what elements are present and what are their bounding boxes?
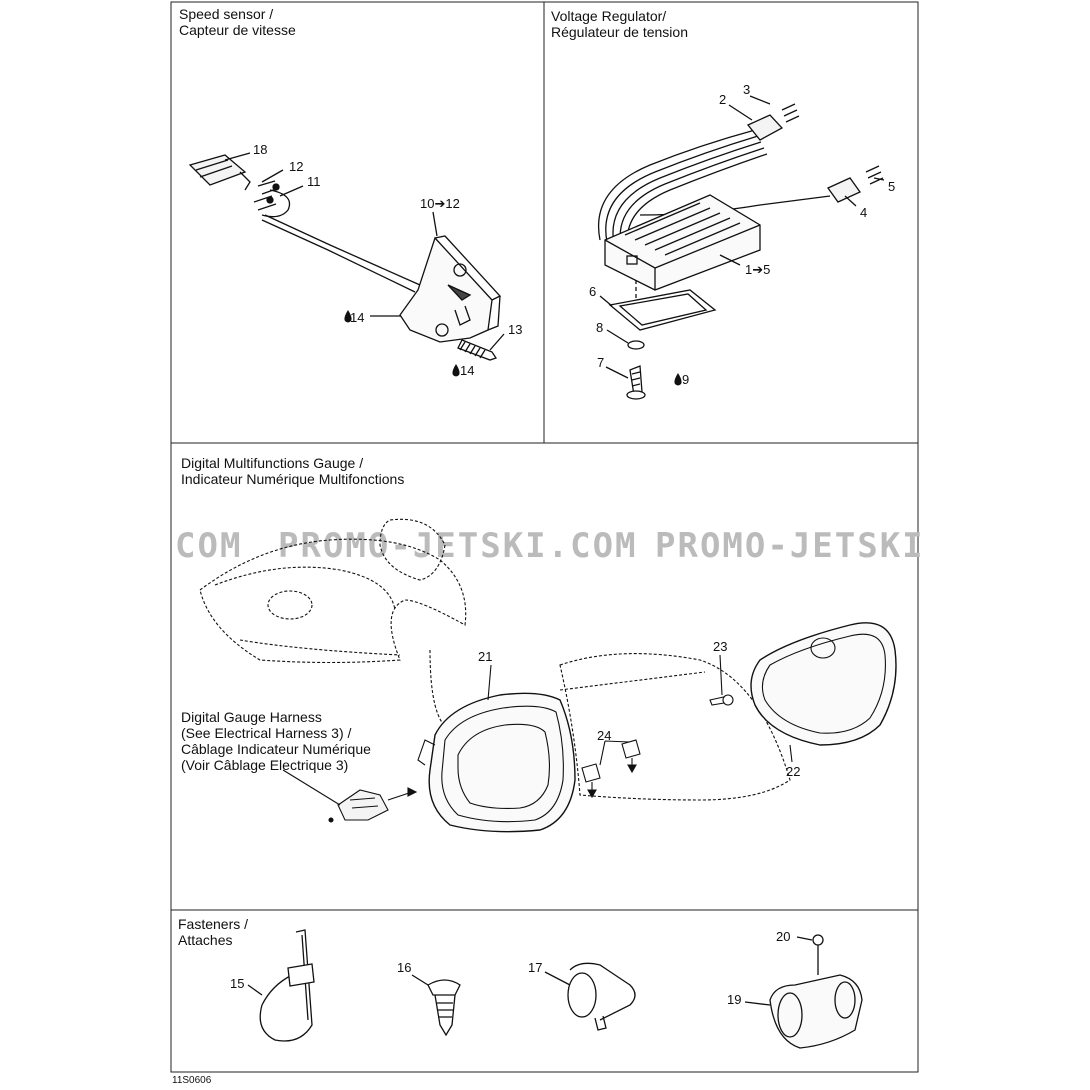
callout-21: 21 (478, 649, 492, 664)
fasteners-title: Fasteners / Attaches (178, 916, 248, 948)
drawing-code: 11S0606 (172, 1075, 212, 1086)
callout-24: 24 (597, 728, 611, 743)
callout-16: 16 (397, 960, 411, 975)
harness-note-line1: Digital Gauge Harness (181, 709, 322, 725)
fasteners-title-fr: Attaches (178, 932, 233, 948)
speed-sensor-title-en: Speed sensor / (179, 6, 274, 22)
callout-10-12: 10➔12 (420, 196, 460, 211)
voltage-regulator-title: Voltage Regulator/ Régulateur de tension (551, 8, 688, 40)
fasteners-title-en: Fasteners / (178, 916, 249, 932)
callout-11: 11 (307, 174, 321, 189)
callout-5: 5 (888, 179, 895, 194)
watermark-middle: PROMO-JETSKI.COM (278, 526, 638, 566)
callout-14-a: 14 (350, 310, 364, 325)
callout-14-b: 14 (460, 363, 474, 378)
speed-sensor-title: Speed sensor / Capteur de vitesse (179, 6, 296, 38)
harness-note: Digital Gauge Harness (See Electrical Ha… (181, 709, 371, 773)
watermark-left: COM (175, 526, 242, 566)
voltage-regulator-title-en: Voltage Regulator/ (551, 8, 667, 24)
gauge-title-fr: Indicateur Numérique Multifonctions (181, 471, 405, 487)
callout-8: 8 (596, 320, 603, 335)
callout-13: 13 (508, 322, 522, 337)
fasteners-drawing (247, 929, 863, 1049)
callout-7: 7 (597, 355, 604, 370)
harness-note-line3: Câblage Indicateur Numérique (181, 741, 371, 757)
grease-drop-icon (674, 373, 682, 386)
panel-frames (170, 1, 919, 1073)
gauge-drawing (199, 518, 897, 833)
callout-19: 19 (727, 992, 741, 1007)
gauge-title: Digital Multifunctions Gauge / Indicateu… (181, 455, 404, 487)
callout-23: 23 (713, 639, 727, 654)
callout-20: 20 (776, 929, 790, 944)
speed-sensor-callouts: 18 12 11 10➔12 14 13 14 (253, 142, 522, 378)
callout-17: 17 (528, 960, 542, 975)
voltage-regulator-title-fr: Régulateur de tension (551, 24, 688, 40)
harness-note-line2: (See Electrical Harness 3) / (181, 725, 352, 741)
grease-drop-icon (452, 364, 460, 377)
gauge-title-en: Digital Multifunctions Gauge / (181, 455, 364, 471)
harness-note-line4: (Voir Câblage Electrique 3) (181, 757, 349, 773)
drop-icons (344, 310, 682, 386)
callout-22: 22 (786, 764, 800, 779)
callout-15: 15 (230, 976, 244, 991)
callout-3: 3 (743, 82, 750, 97)
watermark-right: PROMO-JETSKI (655, 526, 925, 566)
callout-18: 18 (253, 142, 267, 157)
grease-drop-icon (344, 310, 352, 323)
fasteners-callouts: 20 15 16 17 19 (230, 929, 790, 1007)
speed-sensor-drawing (188, 152, 505, 361)
callout-12: 12 (289, 159, 303, 174)
voltage-regulator-callouts: 3 2 5 4 1➔5 6 8 7 9 (589, 82, 895, 387)
voltage-regulator-drawing (598, 95, 885, 400)
speed-sensor-title-fr: Capteur de vitesse (179, 22, 296, 38)
callout-2: 2 (719, 92, 726, 107)
watermark: COM PROMO-JETSKI.COM PROMO-JETSKI (175, 526, 925, 566)
callout-6: 6 (589, 284, 596, 299)
callout-1-5: 1➔5 (745, 262, 770, 277)
gauge-callouts: 23 21 24 22 (478, 639, 800, 779)
callout-4: 4 (860, 205, 867, 220)
callout-9: 9 (682, 372, 689, 387)
